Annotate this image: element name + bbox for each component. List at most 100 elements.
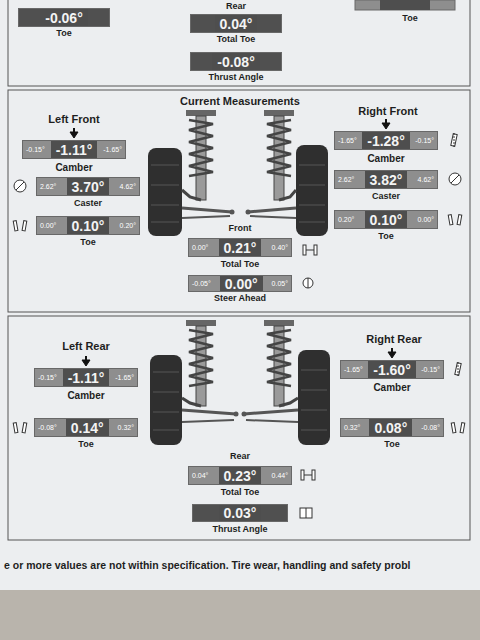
drawing-part [279, 398, 298, 406]
drawing-part [303, 278, 313, 288]
caption-label: Total Toe [221, 260, 260, 270]
drawing-part [14, 180, 26, 192]
drawing-part [151, 165, 325, 222]
drawing-part [244, 410, 298, 414]
gauge-box: -0.08°0.14°0.32° [34, 418, 138, 437]
drawing-part [13, 221, 27, 231]
drawing-part [150, 355, 182, 445]
drawing-part [186, 320, 216, 326]
drawing-part [82, 356, 90, 366]
drawing-part [230, 210, 235, 215]
drawing-part [182, 216, 230, 218]
drawing-part [182, 208, 232, 212]
gauge-box: -0.15°-1.11°-1.65° [22, 140, 126, 159]
drawing-part [449, 173, 461, 185]
front-suspension [148, 110, 328, 236]
spec-limit: -0.15° [38, 369, 57, 386]
measured-value: 0.08° [369, 419, 412, 436]
drawing-part [279, 190, 296, 200]
measured-value: -1.60° [368, 361, 416, 378]
rear-suspension [150, 320, 330, 445]
drawing-part [151, 165, 179, 166]
measured-value: 0.21° [219, 239, 262, 256]
wheel-heading: Right Rear [366, 333, 422, 345]
drawing-part [308, 278, 309, 288]
spec-limit: 0.44° [272, 467, 288, 484]
drawing-part [153, 430, 179, 431]
drawing-part [303, 278, 313, 288]
caption-label: Caster [74, 199, 102, 209]
wheel-heading: Right Front [358, 105, 417, 117]
caption-label: Thrust Angle [208, 73, 263, 83]
spec-limit: 4.62° [418, 171, 434, 188]
measured-value: 0.10° [365, 211, 408, 228]
gauge-box: -1.65°-1.60°-0.15° [340, 360, 444, 379]
measured-value: 3.82° [365, 171, 408, 188]
spec-limit: 0.32° [118, 419, 134, 436]
drawing-part [264, 110, 294, 116]
drawing-part [153, 370, 327, 430]
gauge-box: 2.62°3.70°4.62° [36, 177, 140, 196]
gauge-box: 0.00°0.21°0.40° [188, 238, 292, 257]
drawing-part [82, 360, 90, 366]
footer-note: e or more values are not within specific… [4, 560, 411, 572]
caption-label: Toe [56, 29, 71, 39]
drawing-part [301, 370, 327, 371]
section-frames [8, 0, 470, 540]
caption-label: Camber [373, 382, 410, 393]
gauge-box: -0.05°0.00°0.05° [188, 275, 292, 292]
drawing-part [388, 352, 396, 358]
drawing-part [234, 412, 239, 417]
drawing-part [312, 470, 315, 480]
drawing-part [299, 222, 325, 223]
spec-limit: -1.65° [344, 361, 363, 378]
caption-label: Steer Ahead [214, 294, 266, 304]
drawing-part [300, 508, 312, 518]
drawing-part [448, 215, 453, 225]
drawing-part [182, 190, 201, 200]
drawing-part [355, 0, 455, 10]
spec-limit: 0.05° [272, 276, 288, 291]
measured-value: 0.04° [215, 15, 258, 32]
wheel-heading: Left Rear [62, 340, 110, 352]
spec-limit: 2.62° [40, 178, 56, 195]
drawing-part [299, 165, 325, 166]
spec-limit: 2.62° [338, 171, 354, 188]
drawing-part [455, 363, 461, 376]
gauge-box: 0.04°0.23°0.44° [188, 466, 292, 485]
paper [0, 0, 480, 590]
cut-gauge [355, 0, 455, 10]
drawing-part [8, 316, 470, 540]
drawing-part [303, 245, 306, 255]
spec-limit: 0.00° [192, 239, 208, 256]
drawing-part [8, 0, 470, 86]
drawing-part [454, 133, 455, 147]
caption-label: Toe [78, 440, 93, 450]
drawing-part [382, 119, 390, 129]
caption-label: Toe [80, 238, 95, 248]
spec-limit: 0.20° [338, 211, 354, 228]
drawing-part [451, 423, 465, 433]
caption-label: Camber [55, 162, 92, 173]
drawing-part [264, 320, 294, 326]
measurement-icons [13, 133, 465, 518]
drawing-part [388, 348, 396, 358]
drawing-part [246, 210, 251, 215]
drawing-part [301, 470, 315, 480]
drawing-part [242, 412, 247, 417]
drawing-part [189, 120, 213, 176]
drawing-part [153, 372, 179, 373]
drawing-part [299, 185, 325, 186]
drawing-part [314, 245, 317, 255]
drawing-part [298, 350, 330, 445]
spec-limit: 0.32° [344, 419, 360, 436]
measured-value: -1.28° [362, 132, 410, 149]
gauge-box: -0.15°-1.11°-1.65° [34, 368, 138, 387]
measured-value: -1.11° [51, 141, 98, 158]
drawing-part [70, 128, 78, 138]
measured-value: 3.70° [67, 178, 110, 195]
gauge-box: -0.06° [18, 8, 110, 27]
gauge-box: 0.00°0.10°0.20° [36, 216, 140, 235]
drawing-part [451, 175, 459, 183]
